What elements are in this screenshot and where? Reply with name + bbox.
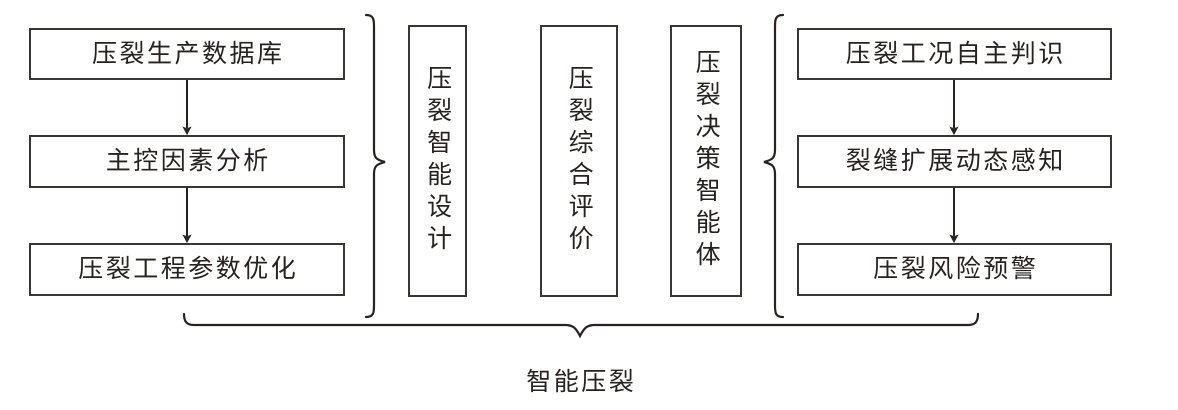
node-right-1[interactable]: 压裂工况自主判识 xyxy=(797,28,1112,80)
node-right-2-label: 裂缝扩展动态感知 xyxy=(845,147,1066,176)
node-left-1[interactable]: 压裂生产数据库 xyxy=(29,28,345,80)
node-right-1-label: 压裂工况自主判识 xyxy=(845,39,1066,68)
node-right-3[interactable]: 压裂风险预警 xyxy=(797,243,1112,296)
node-left-3-label: 压裂工程参数优化 xyxy=(78,255,299,284)
node-mid-3-label: 压裂决策智能体 xyxy=(692,49,721,273)
node-left-2-label: 主控因素分析 xyxy=(105,147,271,176)
node-left-3[interactable]: 压裂工程参数优化 xyxy=(29,243,345,296)
node-right-3-label: 压裂风险预警 xyxy=(873,255,1039,284)
node-right-2[interactable]: 裂缝扩展动态感知 xyxy=(797,135,1112,188)
node-mid-2-label: 压裂综合评价 xyxy=(565,65,594,257)
brace-bottom-overall xyxy=(182,312,980,339)
node-left-1-label: 压裂生产数据库 xyxy=(91,39,285,68)
diagram-caption: 智能压裂 xyxy=(526,368,637,396)
node-mid-2[interactable]: 压裂综合评价 xyxy=(540,25,618,297)
brace-right-group xyxy=(763,13,785,319)
node-left-2[interactable]: 主控因素分析 xyxy=(29,135,345,188)
brace-left-group xyxy=(364,13,386,319)
node-mid-1-label: 压裂智能设计 xyxy=(423,65,452,257)
node-mid-1[interactable]: 压裂智能设计 xyxy=(408,25,467,297)
node-mid-3[interactable]: 压裂决策智能体 xyxy=(670,25,742,297)
